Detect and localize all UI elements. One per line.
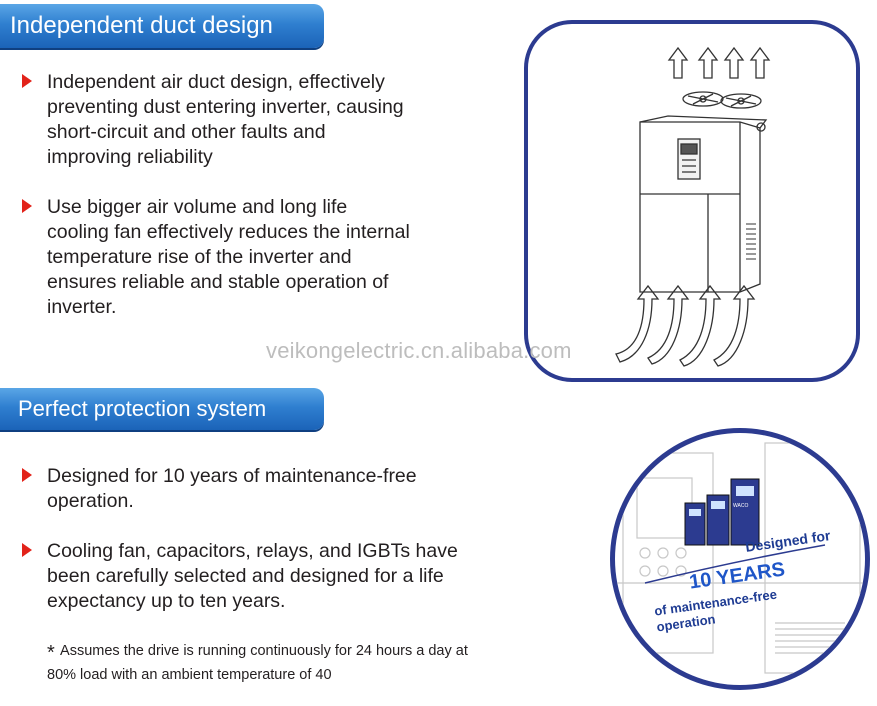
list-item: Use bigger air volume and long life cool…: [22, 195, 412, 320]
footnote-marker: *: [47, 642, 55, 664]
device-brand-label: WACO: [733, 503, 749, 509]
protection-bullet-list: Designed for 10 years of maintenance-fre…: [22, 464, 482, 639]
bullet-text: Cooling fan, capacitors, relays, and IGB…: [47, 540, 458, 612]
watermark: veikongelectric.cn.alibaba.com: [266, 338, 572, 363]
duct-design-bullet-list: Independent air duct design, effectively…: [22, 70, 412, 345]
inverter-product-icon: [684, 478, 760, 546]
inverter-airflow-drawing: [615, 46, 771, 367]
bullet-text: Independent air duct design, effectively…: [47, 71, 404, 168]
list-item: Independent air duct design, effectively…: [22, 70, 412, 170]
maintenance-free-badge: Designed for 10 YEARS of maintenance-fre…: [610, 428, 870, 690]
intake-arrow-icon: [615, 284, 756, 367]
footnote-text: Assumes the drive is running continuousl…: [47, 643, 468, 683]
section-header-protection-system: Perfect protection system: [0, 388, 324, 430]
bullet-text: Designed for 10 years of maintenance-fre…: [47, 465, 417, 512]
red-triangle-bullet-icon: [22, 543, 32, 557]
fan-icon: [682, 91, 762, 109]
exhaust-arrow-icon: [667, 46, 771, 79]
red-triangle-bullet-icon: [22, 468, 32, 482]
list-item: Cooling fan, capacitors, relays, and IGB…: [22, 539, 482, 614]
inverter-airflow-illustration: [524, 20, 860, 382]
bullet-text: Use bigger air volume and long life cool…: [47, 196, 410, 318]
list-item: Designed for 10 years of maintenance-fre…: [22, 464, 482, 514]
section-header-duct-design: Independent duct design: [0, 4, 324, 48]
cabinet-background-drawing: [615, 442, 865, 674]
footnote: * Assumes the drive is running continuou…: [47, 640, 487, 686]
red-triangle-bullet-icon: [22, 74, 32, 88]
red-triangle-bullet-icon: [22, 199, 32, 213]
